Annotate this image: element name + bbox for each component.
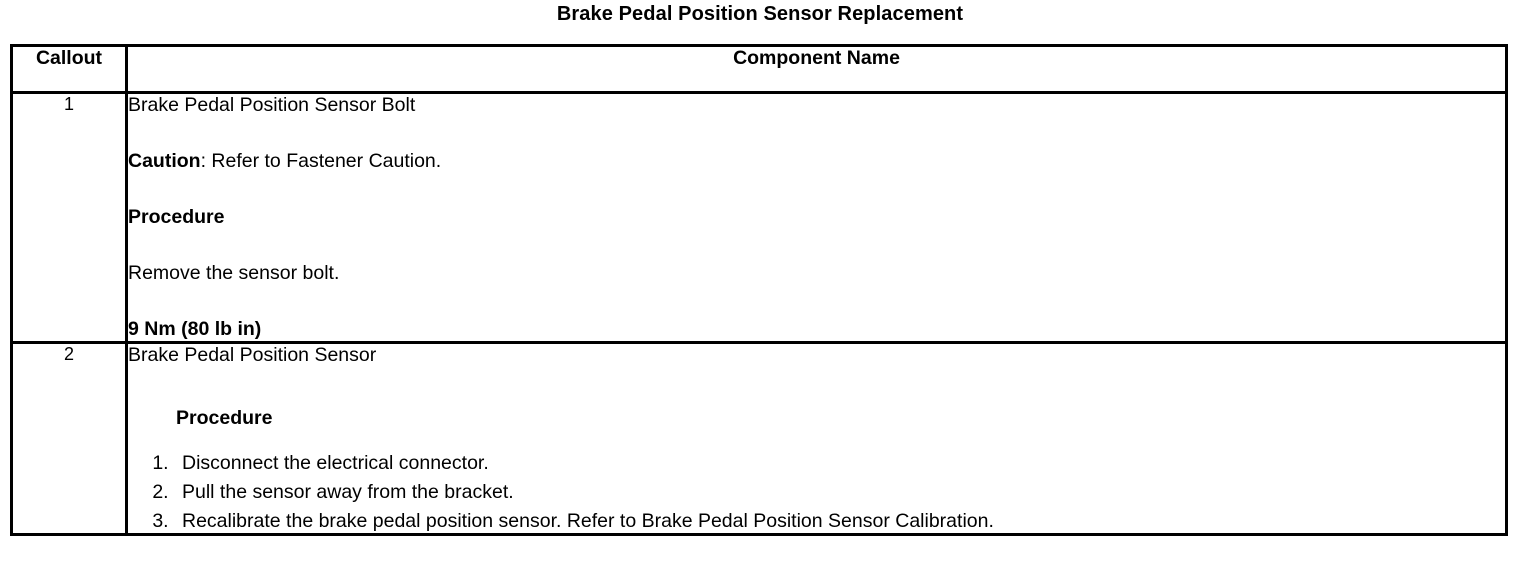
table-row: 1 Brake Pedal Position Sensor Bolt Cauti… [10, 91, 1508, 344]
list-item: Pull the sensor away from the bracket. [174, 481, 1505, 504]
page-title: Brake Pedal Position Sensor Replacement [556, 3, 964, 25]
caution-text: : Refer to Fastener Caution. [200, 150, 442, 172]
callout-number-2: 2 [10, 341, 128, 536]
procedure-step-list: Disconnect the electrical connector. Pul… [128, 452, 1505, 533]
component-title-1: Brake Pedal Position Sensor Bolt [128, 94, 416, 116]
column-header-callout: Callout [10, 44, 128, 94]
procedure-heading-1: Procedure [128, 206, 225, 228]
caution-label: Caution [128, 150, 201, 172]
torque-specification: 9 Nm (80 lb in) [128, 318, 262, 340]
component-cell-2: Brake Pedal Position Sensor Procedure Di… [125, 341, 1508, 536]
table-row: 2 Brake Pedal Position Sensor Procedure … [10, 341, 1508, 536]
list-item: Disconnect the electrical connector. [174, 452, 1505, 475]
component-title-2: Brake Pedal Position Sensor [128, 344, 377, 366]
callout-number-1: 1 [10, 91, 128, 344]
table-header-row: Callout Component Name [10, 44, 1508, 94]
caution-paragraph: Caution: Refer to Fastener Caution. [128, 150, 1505, 173]
component-cell-1: Brake Pedal Position Sensor Bolt Caution… [125, 91, 1508, 344]
procedure-text-1: Remove the sensor bolt. [128, 262, 340, 284]
column-header-component-name: Component Name [125, 44, 1508, 94]
procedure-table: Callout Component Name 1 Brake Pedal Pos… [10, 44, 1508, 536]
procedure-heading-2: Procedure [176, 407, 273, 429]
list-item: Recalibrate the brake pedal position sen… [174, 510, 1505, 533]
